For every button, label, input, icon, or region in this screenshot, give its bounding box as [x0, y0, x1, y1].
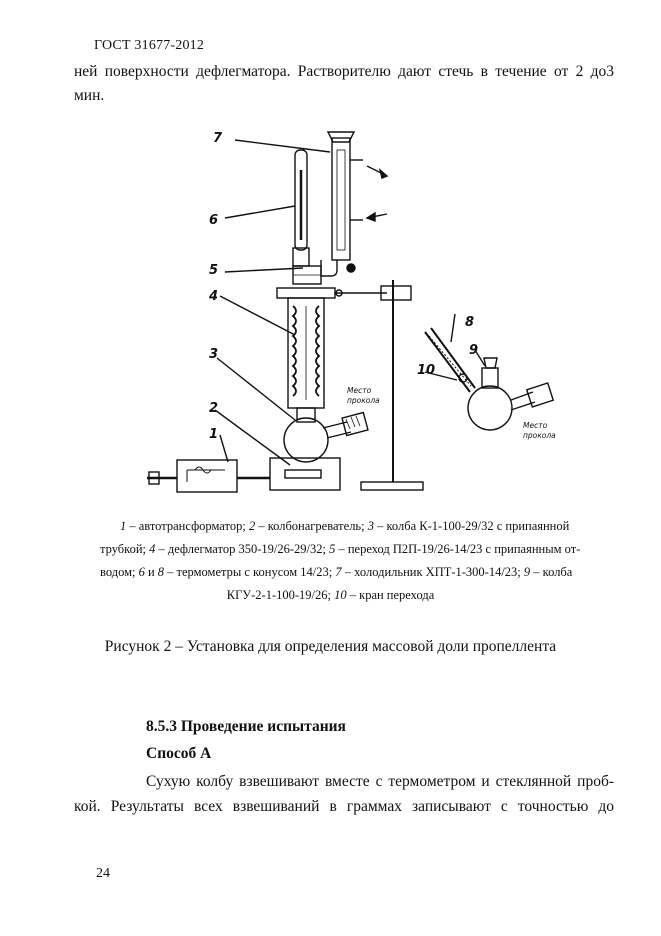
- leader-2: [214, 409, 291, 466]
- puncture-note-right-1: Место: [523, 421, 548, 430]
- leader-5: [224, 267, 304, 273]
- paragraph-line-1: Сухую колбу взвешивают вместе с термомет…: [146, 773, 614, 790]
- condenser-body: [331, 137, 351, 261]
- figure-label-5: 5: [209, 263, 218, 278]
- puncture-note-left-1: Место: [347, 386, 372, 395]
- caption-line-2: трубкой; 4 – дефлегматор 350-19/26-29/32…: [100, 542, 581, 556]
- leader-3: [216, 357, 296, 421]
- figure-label-2: 2: [209, 401, 218, 416]
- stand-base: [360, 481, 424, 491]
- intro-line-1: ней поверхности дефлегматора. Растворите…: [74, 63, 614, 80]
- figure-label-10: 10: [417, 363, 435, 378]
- figure-title: Рисунок 2 – Установка для определения ма…: [104, 638, 557, 655]
- stand-clamp: [380, 285, 412, 301]
- flask-9: [467, 385, 513, 431]
- leader-7: [234, 139, 331, 153]
- intro-line-2: мин.: [74, 87, 105, 104]
- figure-label-7: 7: [213, 131, 223, 146]
- page-number: 24: [96, 866, 110, 881]
- caption-line-3: водом; 6 и 8 – термометры с конусом 14/2…: [100, 565, 573, 579]
- figure-label-8: 8: [465, 315, 474, 330]
- section-heading: 8.5.3 Проведение испытания: [146, 718, 346, 735]
- leader-1: [219, 434, 229, 463]
- figure-label-1: 1: [209, 427, 218, 442]
- caption-line-4: КГУ-2-1-100-19/26; 10 – кран перехода: [226, 588, 435, 602]
- document-code-header: ГОСТ 31677-2012: [94, 38, 205, 53]
- puncture-note-left-2: прокола: [347, 396, 380, 405]
- leader-4: [219, 295, 296, 336]
- leader-6: [224, 205, 296, 219]
- thermometer-6: [294, 149, 308, 251]
- caption-line-1: 1 – автотрансформатор; 2 – колбонагреват…: [120, 519, 570, 533]
- figure-label-3: 3: [209, 347, 218, 362]
- apparatus-diagram: 7 6 5 4 3 2 1 8 9 10 Место прокола Место…: [147, 131, 556, 493]
- figure-label-6: 6: [209, 213, 218, 228]
- autotransformer: [176, 459, 238, 493]
- paragraph-line-2: кой. Результаты всех взвешиваний в грамм…: [74, 798, 614, 815]
- puncture-note-right-2: прокола: [523, 431, 556, 440]
- heater: [269, 457, 341, 491]
- figure-label-4: 4: [208, 289, 218, 304]
- flask-3: [283, 417, 329, 463]
- figure-label-9: 9: [469, 343, 478, 358]
- section-subheading: Способ А: [146, 745, 212, 762]
